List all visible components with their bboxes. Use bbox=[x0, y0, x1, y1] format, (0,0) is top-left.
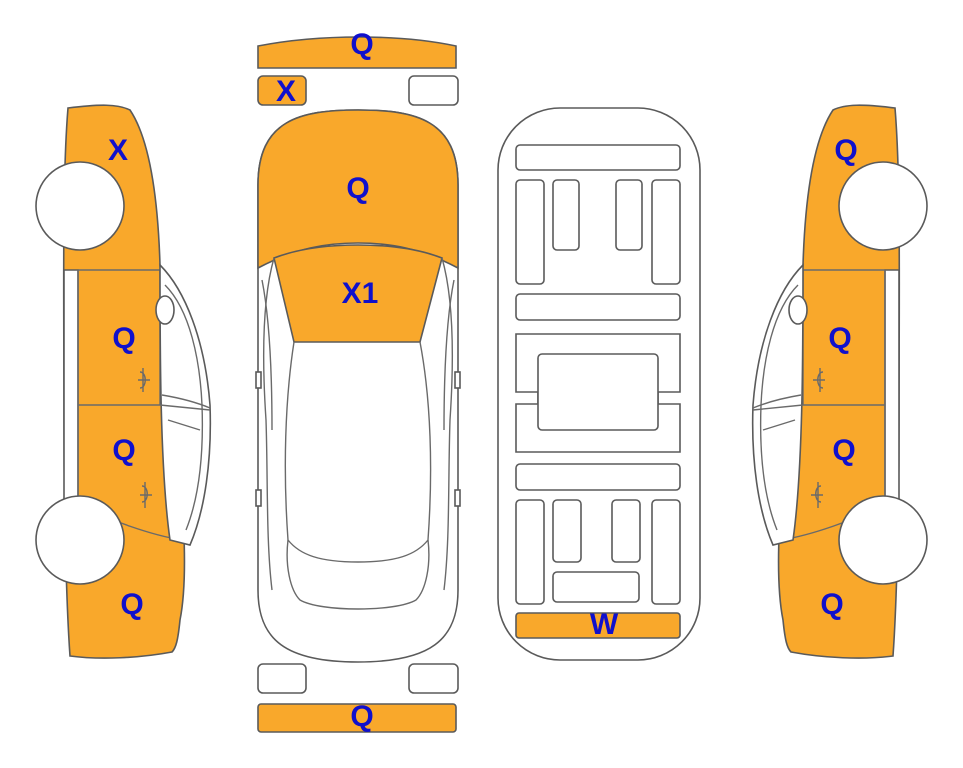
left-taillight[interactable] bbox=[257, 663, 307, 694]
trunk-panel-label: W bbox=[590, 608, 619, 641]
hood[interactable] bbox=[257, 109, 459, 270]
left-rear-wheel bbox=[35, 495, 125, 585]
right-front-fender-label: Q bbox=[834, 134, 857, 167]
right-side-view bbox=[751, 104, 928, 659]
right-rear-door-label: Q bbox=[832, 434, 855, 467]
front-bumper[interactable] bbox=[257, 36, 457, 69]
right-rear-quarter-label: Q bbox=[820, 588, 843, 621]
underbody-view: W bbox=[497, 107, 701, 661]
left-headlight-label: X bbox=[276, 75, 296, 108]
windshield[interactable] bbox=[273, 244, 443, 343]
left-front-door-label: Q bbox=[112, 322, 135, 355]
left-rear-door-label: Q bbox=[112, 434, 135, 467]
rear-bumper[interactable] bbox=[257, 703, 457, 733]
right-rear-wheel bbox=[838, 495, 928, 585]
trunk-panel[interactable] bbox=[515, 612, 681, 639]
rear-bumper-label: Q bbox=[350, 700, 373, 733]
windshield-label: X1 bbox=[342, 277, 379, 310]
left-front-fender-label: X bbox=[108, 134, 128, 167]
left-side-view: X Q Q Q bbox=[35, 104, 212, 659]
left-headlight[interactable] bbox=[257, 75, 307, 106]
top-view: Q X Q X1 Q bbox=[255, 28, 461, 733]
right-headlight[interactable] bbox=[408, 75, 459, 106]
front-bumper-label: Q bbox=[350, 28, 373, 61]
hood-label: Q bbox=[346, 172, 369, 205]
right-front-wheel bbox=[838, 161, 928, 251]
left-rear-quarter-label: Q bbox=[120, 588, 143, 621]
left-front-wheel bbox=[35, 161, 125, 251]
left-side-windows bbox=[159, 263, 212, 546]
right-taillight[interactable] bbox=[408, 663, 459, 694]
right-front-door-label: Q bbox=[828, 322, 851, 355]
